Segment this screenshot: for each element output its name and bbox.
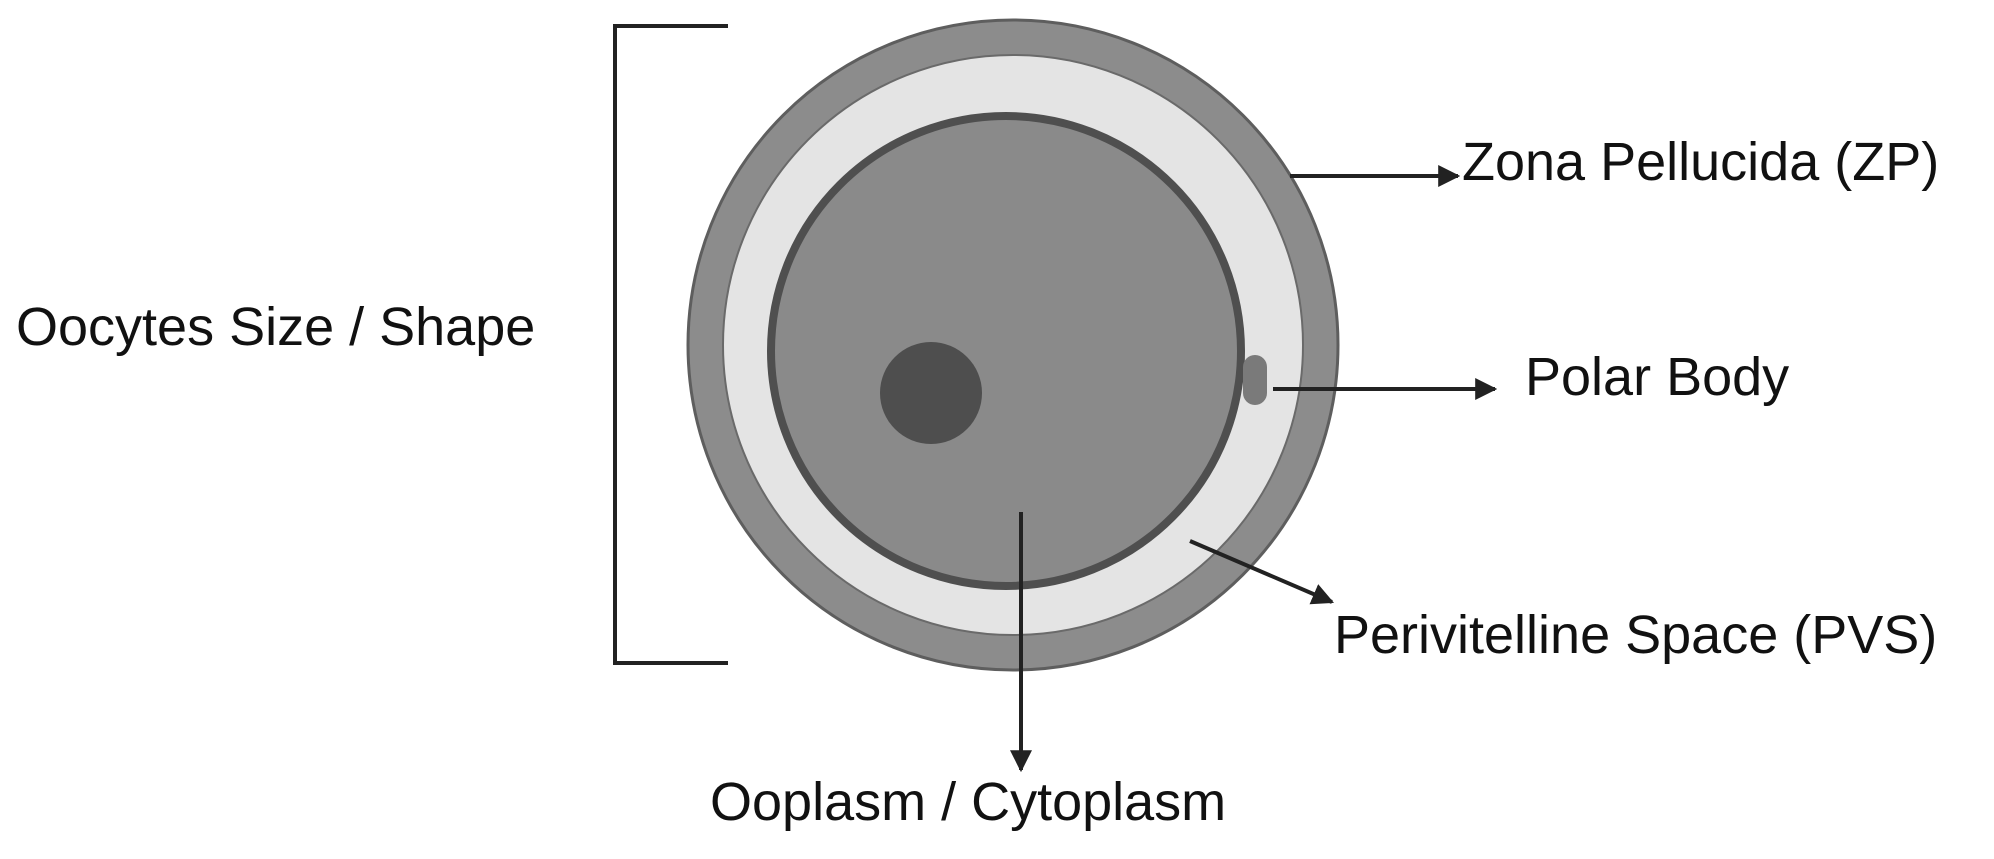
ooplasm-label: Ooplasm / Cytoplasm [710,772,1227,832]
perivitelline-space-label: Perivitelline Space (PVS) [1334,605,1938,665]
size-bracket [613,24,728,665]
ooplasm [767,112,1245,590]
polar-body-label: Polar Body [1525,347,1790,407]
zona-pellucida-label: Zona Pellucida (ZP) [1462,132,1940,192]
polar-body [1243,355,1267,405]
oocyte-size-shape-label: Oocytes Size / Shape [16,297,536,357]
perivitelline-space-arrow [1189,539,1335,605]
nucleus [880,342,982,444]
